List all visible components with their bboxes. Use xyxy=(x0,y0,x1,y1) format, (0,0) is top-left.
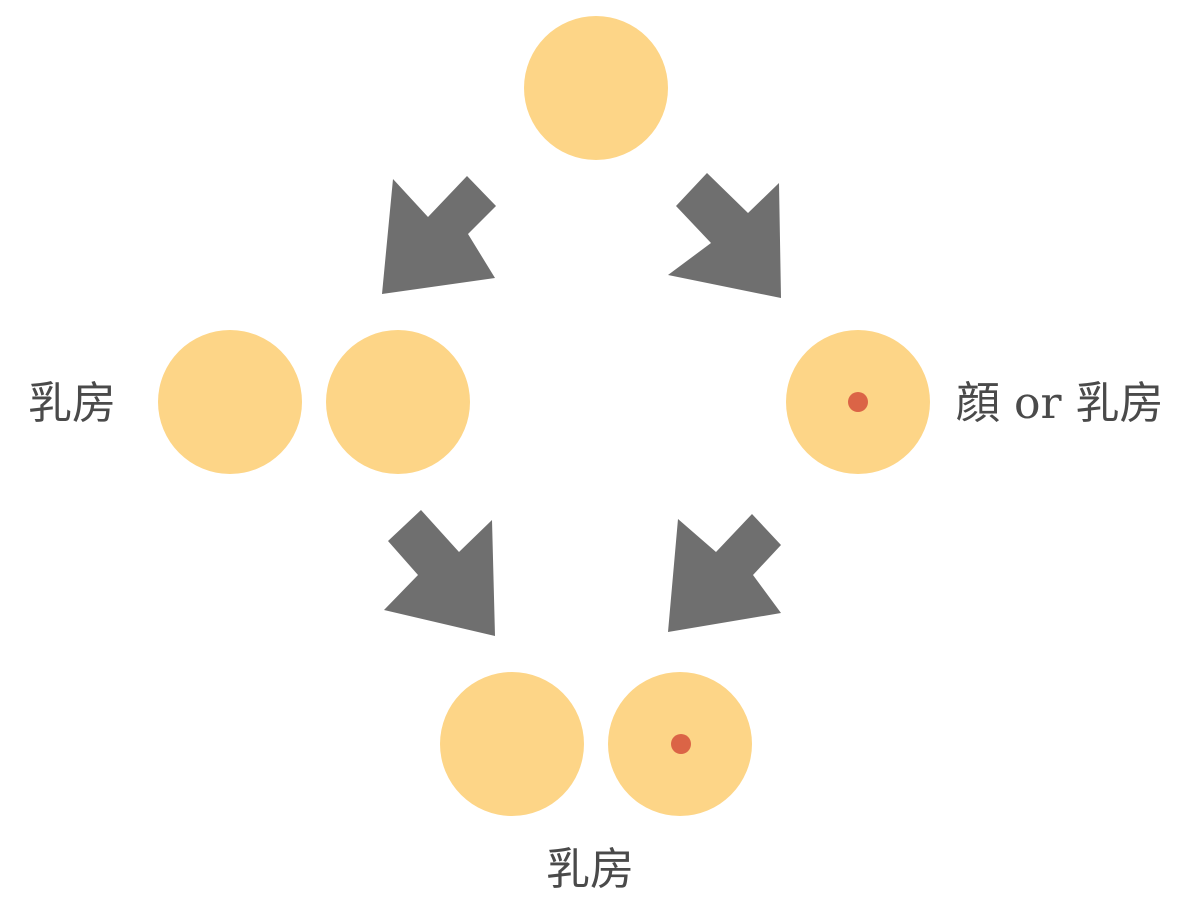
right-circle-dot xyxy=(848,392,868,412)
left-label: 乳房 xyxy=(28,378,116,429)
bottom-label: 乳房 xyxy=(546,844,634,895)
arrow-left-to-bottom-icon xyxy=(384,510,495,636)
left-pair-circle-1 xyxy=(158,330,302,474)
left-pair-circle-2 xyxy=(326,330,470,474)
top-circle xyxy=(524,16,668,160)
right-label: 顔 or 乳房 xyxy=(956,378,1164,429)
arrow-top-to-right-icon xyxy=(668,173,781,298)
bottom-pair-circle-1 xyxy=(440,672,584,816)
arrow-right-to-bottom-icon xyxy=(668,514,781,632)
bottom-circle-dot xyxy=(671,734,691,754)
arrow-top-to-left-icon xyxy=(382,176,496,294)
